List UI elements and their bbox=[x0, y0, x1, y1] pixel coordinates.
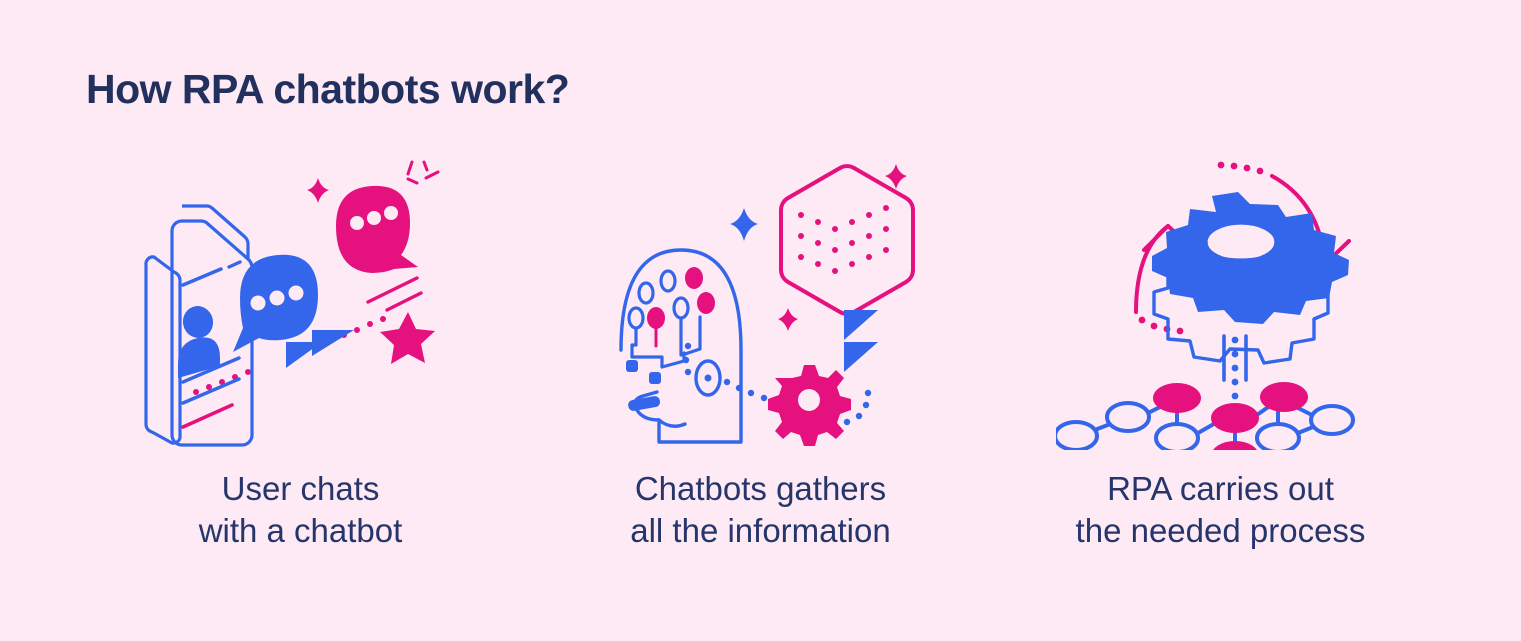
step-rpa-carries-out: RPA carries out the needed process bbox=[991, 150, 1451, 552]
phone-screen-lines bbox=[180, 260, 242, 405]
hexagon-data-cube-icon bbox=[778, 164, 915, 316]
page-title: How RPA chatbots work? bbox=[86, 66, 570, 112]
curved-arrow-up-dots bbox=[1138, 316, 1183, 335]
node-network-icon bbox=[1055, 382, 1355, 450]
speed-lines bbox=[365, 276, 423, 312]
dotted-line bbox=[1231, 336, 1238, 400]
step-user-chats: User chats with a chatbot bbox=[71, 150, 531, 552]
robot-eye-icon bbox=[693, 359, 722, 397]
dotted-path bbox=[682, 342, 871, 428]
curved-arrow-down-dots bbox=[1217, 161, 1263, 175]
node-outline bbox=[1055, 401, 1355, 450]
gear-process-network-icon bbox=[1055, 161, 1355, 450]
triangle-icon bbox=[285, 330, 354, 368]
robot-head-neural-network-icon bbox=[618, 164, 915, 446]
node-active bbox=[1152, 382, 1308, 450]
sparkle-icon-blue bbox=[729, 208, 758, 241]
step-caption-user-chats: User chats with a chatbot bbox=[198, 470, 403, 550]
gear-icon bbox=[767, 365, 851, 446]
connector-bars bbox=[1221, 334, 1248, 382]
neural-nodes-icon bbox=[626, 269, 702, 369]
triangle-icon bbox=[843, 310, 878, 372]
steps-container: User chats with a chatbot bbox=[0, 150, 1521, 552]
robot-face-dots bbox=[625, 360, 661, 411]
sparkle-icon-pink bbox=[884, 164, 907, 189]
neural-nodes-pink bbox=[646, 267, 715, 329]
star-icon bbox=[379, 312, 435, 364]
step-caption-chatbot-gathers: Chatbots gathers all the information bbox=[630, 470, 891, 550]
user-avatar-icon bbox=[177, 306, 220, 378]
step-chatbot-gathers: Chatbots gathers all the information bbox=[531, 150, 991, 552]
sparkle-icon-pink-small bbox=[777, 308, 798, 331]
step-caption-rpa-carries-out: RPA carries out the needed process bbox=[1075, 470, 1366, 550]
sparkle-icon bbox=[306, 178, 329, 203]
hexagon-dot-pattern bbox=[797, 205, 889, 274]
pink-chat-bubble-icon bbox=[335, 185, 418, 273]
blue-chat-bubble-icon bbox=[232, 254, 318, 352]
robot-eye-pupil bbox=[704, 374, 711, 382]
cross-sparkle-icon bbox=[406, 160, 439, 185]
phone-screen-line-accent bbox=[180, 403, 234, 429]
gear-3d-icon bbox=[1151, 192, 1349, 365]
phone-chat-bubbles-icon bbox=[143, 160, 439, 447]
